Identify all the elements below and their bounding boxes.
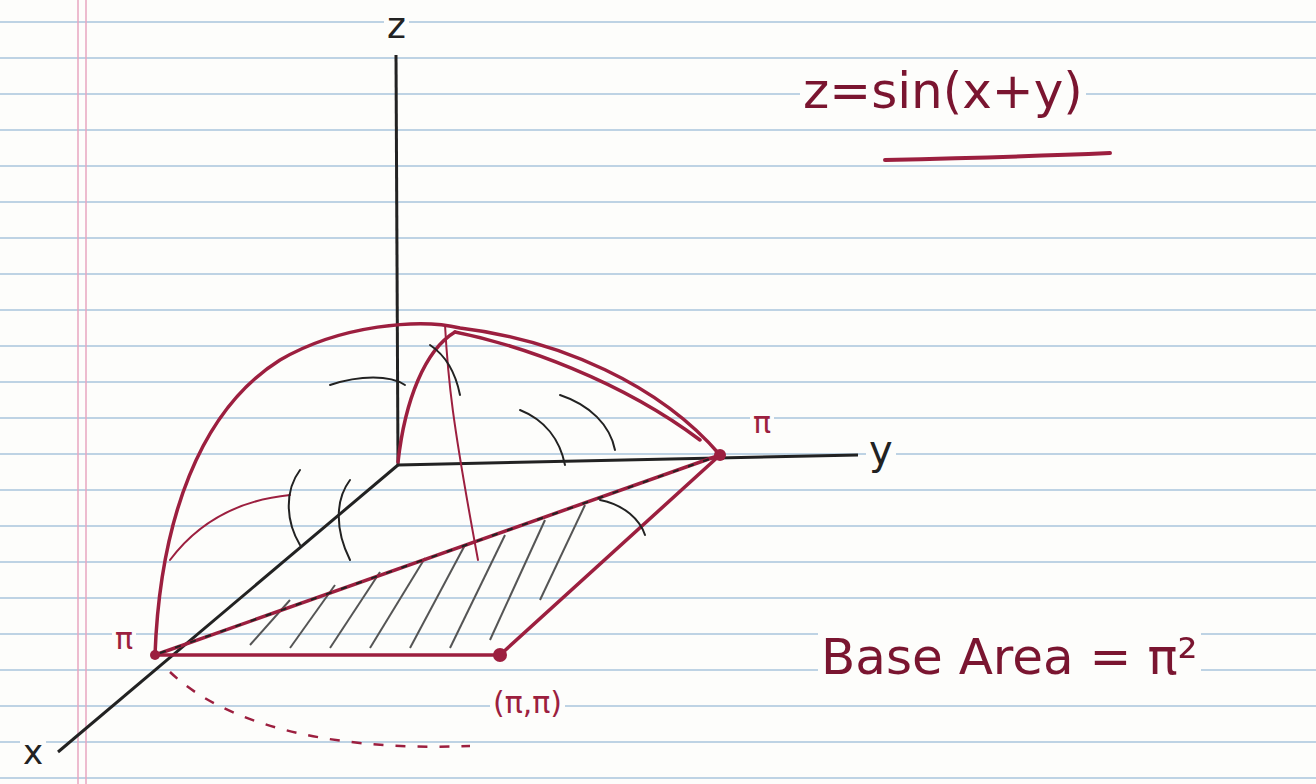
tick-label: π: [750, 406, 774, 439]
axis-label: x: [20, 734, 46, 771]
axis-label: z: [384, 6, 409, 46]
point-label: (π,π): [490, 686, 565, 719]
function-formula: z=sin(x+y): [800, 64, 1086, 119]
axis-label: y: [866, 428, 896, 472]
area-note: Base Area = π²: [818, 630, 1201, 685]
tick-label: π: [112, 622, 136, 655]
